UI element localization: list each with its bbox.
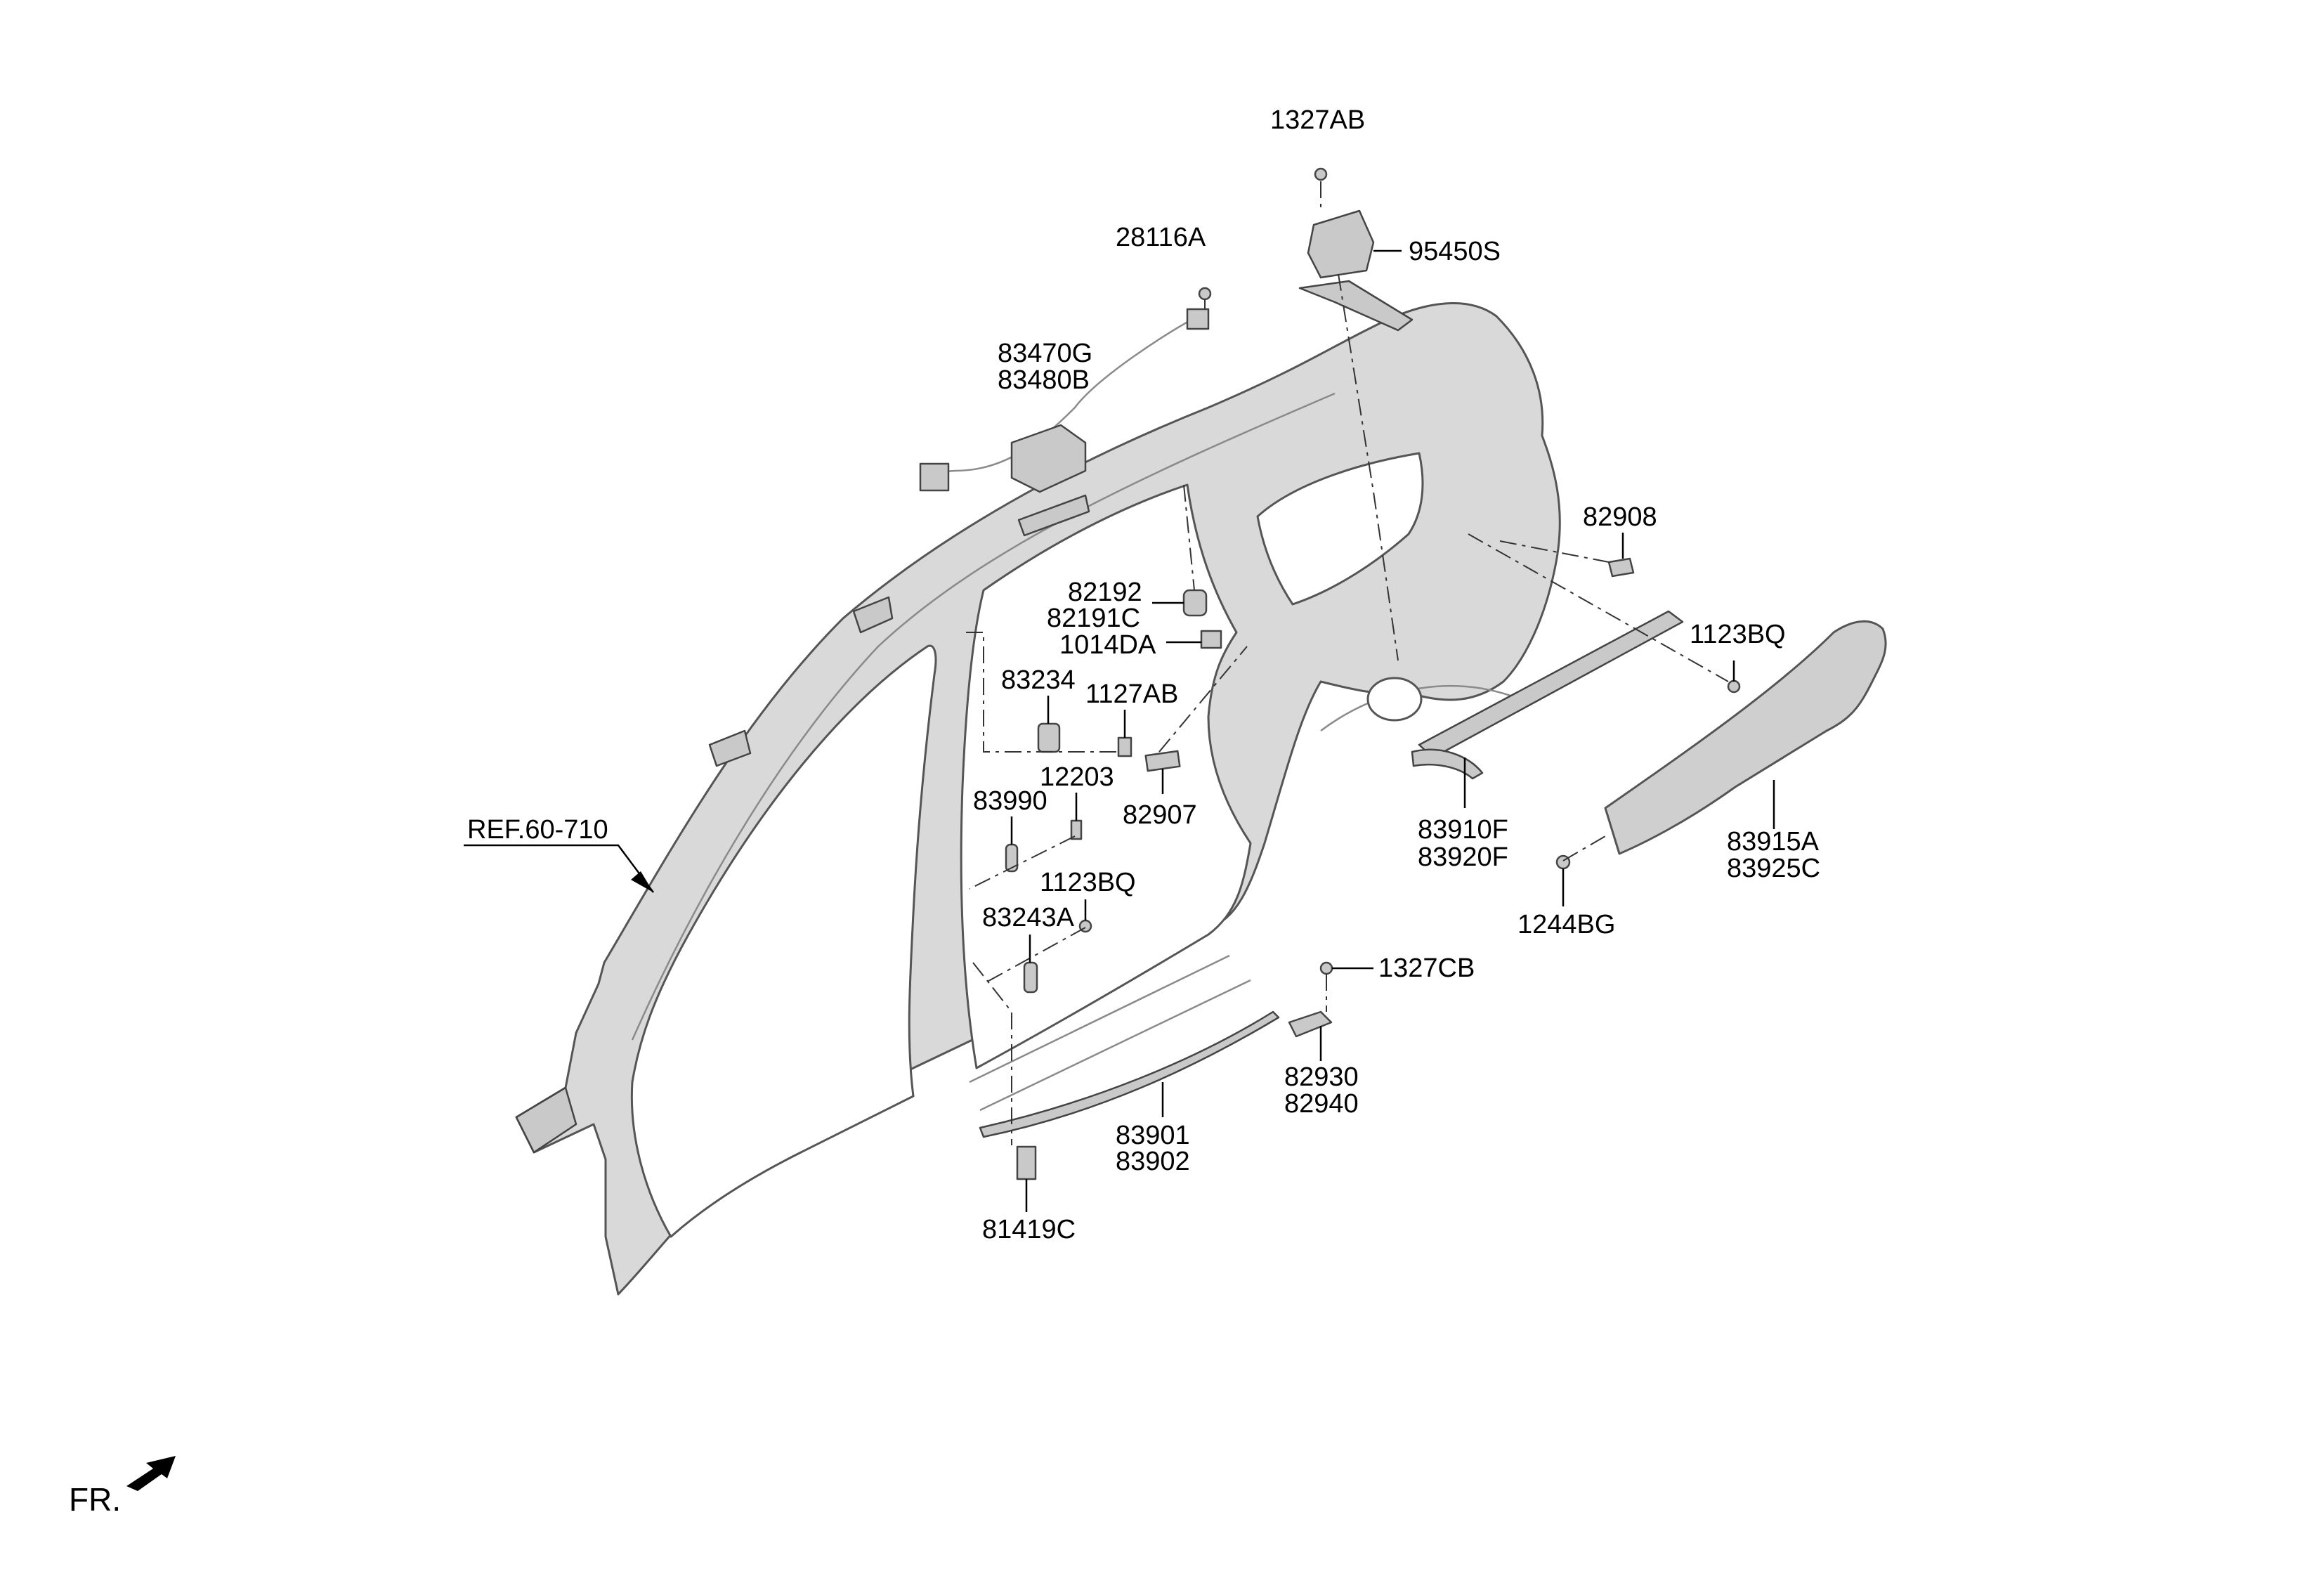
- label-83234: 83234: [1001, 665, 1076, 695]
- part-labels: 1327AB 95450S 28116A 83470G 83480B 82908…: [467, 105, 1820, 1244]
- dash-82907: [1158, 646, 1248, 753]
- ref-arrow-head: [631, 871, 653, 892]
- rocker-sill-edge-lower: [979, 979, 1251, 1112]
- latch-actuator-83480b: [1010, 424, 1087, 493]
- bolt-1327ab: [1314, 167, 1328, 181]
- label-83901: 83901: [1116, 1121, 1190, 1150]
- label-12203: 12203: [1040, 762, 1114, 792]
- fuel-filler-door: [1366, 677, 1423, 722]
- label-82940: 82940: [1284, 1089, 1359, 1119]
- sill-strip-83901: [979, 1010, 1280, 1138]
- label-83925c: 83925C: [1727, 854, 1820, 883]
- label-82930: 82930: [1284, 1062, 1359, 1092]
- front-door-opening: [630, 644, 937, 1238]
- bumper-82192: [1182, 589, 1208, 617]
- roof-bracket-2: [852, 596, 894, 634]
- cable-end-upper: [1186, 308, 1210, 330]
- dash-1123bq-center: [983, 927, 1086, 984]
- label-83902: 83902: [1116, 1147, 1190, 1176]
- dash-12203: [969, 835, 1076, 890]
- label-1327cb: 1327CB: [1378, 954, 1475, 983]
- label-1123bq-right: 1123BQ: [1690, 620, 1786, 649]
- cable-end-lower: [919, 462, 950, 492]
- bolt-1123bq-right: [1727, 679, 1741, 694]
- screw-12203: [1070, 819, 1083, 840]
- checker-83234: [1037, 722, 1061, 753]
- label-1327ab: 1327AB: [1270, 105, 1365, 135]
- label-81419c: 81419C: [982, 1215, 1076, 1244]
- pad-82908: [1607, 557, 1635, 578]
- weatherstrip-83920f: [1411, 748, 1484, 780]
- label-83990: 83990: [973, 786, 1047, 816]
- label-83910f: 83910F: [1418, 815, 1508, 845]
- front-direction-indicator: FR.: [69, 1456, 176, 1518]
- roof-rail-edge: [631, 392, 1336, 1041]
- label-83243a: 83243A: [982, 903, 1075, 932]
- label-83480b: 83480B: [998, 365, 1090, 395]
- label-1123bq-center: 1123BQ: [1040, 868, 1136, 897]
- label-28116a: 28116A: [1116, 223, 1206, 252]
- bolt-1327cb: [1319, 961, 1333, 975]
- bracket-82930: [1288, 1010, 1333, 1038]
- label-82907: 82907: [1123, 800, 1197, 830]
- dash-1123bq-right: [1468, 533, 1729, 682]
- label-83920f: 83920F: [1418, 842, 1508, 872]
- upper-rear-bracket: [1298, 280, 1414, 332]
- side-panel-assembly: [515, 302, 1561, 1296]
- leader-lines: [464, 249, 1775, 1212]
- dash-1244bg: [1562, 835, 1606, 861]
- label-95450s: 95450S: [1409, 237, 1501, 266]
- pad-82907: [1144, 750, 1181, 772]
- assembly-lines: [966, 181, 1729, 1145]
- garnish-83915a: [1604, 620, 1887, 855]
- rear-door-opening: [960, 483, 1252, 1069]
- module-95450s: [1307, 209, 1375, 279]
- label-82191c: 82191C: [1047, 604, 1140, 633]
- front-label: FR.: [69, 1481, 121, 1518]
- dash-83243a: [972, 962, 1012, 1145]
- roof-bracket-3: [1017, 494, 1090, 537]
- roof-bracket-1: [708, 729, 752, 767]
- dash-95450s: [1338, 273, 1399, 661]
- plate-81419c: [1016, 1145, 1037, 1180]
- dash-82908: [1499, 540, 1610, 563]
- bolt-1127ab: [1117, 736, 1132, 757]
- screw-1014da: [1200, 630, 1222, 649]
- striker-83243a: [1023, 961, 1038, 994]
- rocker-sill-edge: [969, 954, 1230, 1083]
- front-arrow-icon: [126, 1456, 176, 1491]
- dash-82192: [1183, 484, 1195, 591]
- clip-28116a: [1198, 287, 1212, 301]
- label-83470g: 83470G: [998, 339, 1092, 368]
- label-82908: 82908: [1583, 502, 1657, 532]
- label-ref: REF.60-710: [467, 815, 608, 845]
- label-1127ab: 1127AB: [1085, 679, 1178, 709]
- quarter-window-opening: [1256, 452, 1424, 606]
- label-82192: 82192: [1068, 578, 1142, 607]
- front-hinge-bracket: [515, 1086, 577, 1154]
- label-1244bg: 1244BG: [1517, 910, 1615, 939]
- dash-83234: [966, 632, 1118, 753]
- label-83915a: 83915A: [1727, 827, 1820, 857]
- lead-ref: [464, 844, 655, 893]
- small-parts: [919, 167, 1887, 1180]
- label-1014da: 1014DA: [1059, 630, 1156, 660]
